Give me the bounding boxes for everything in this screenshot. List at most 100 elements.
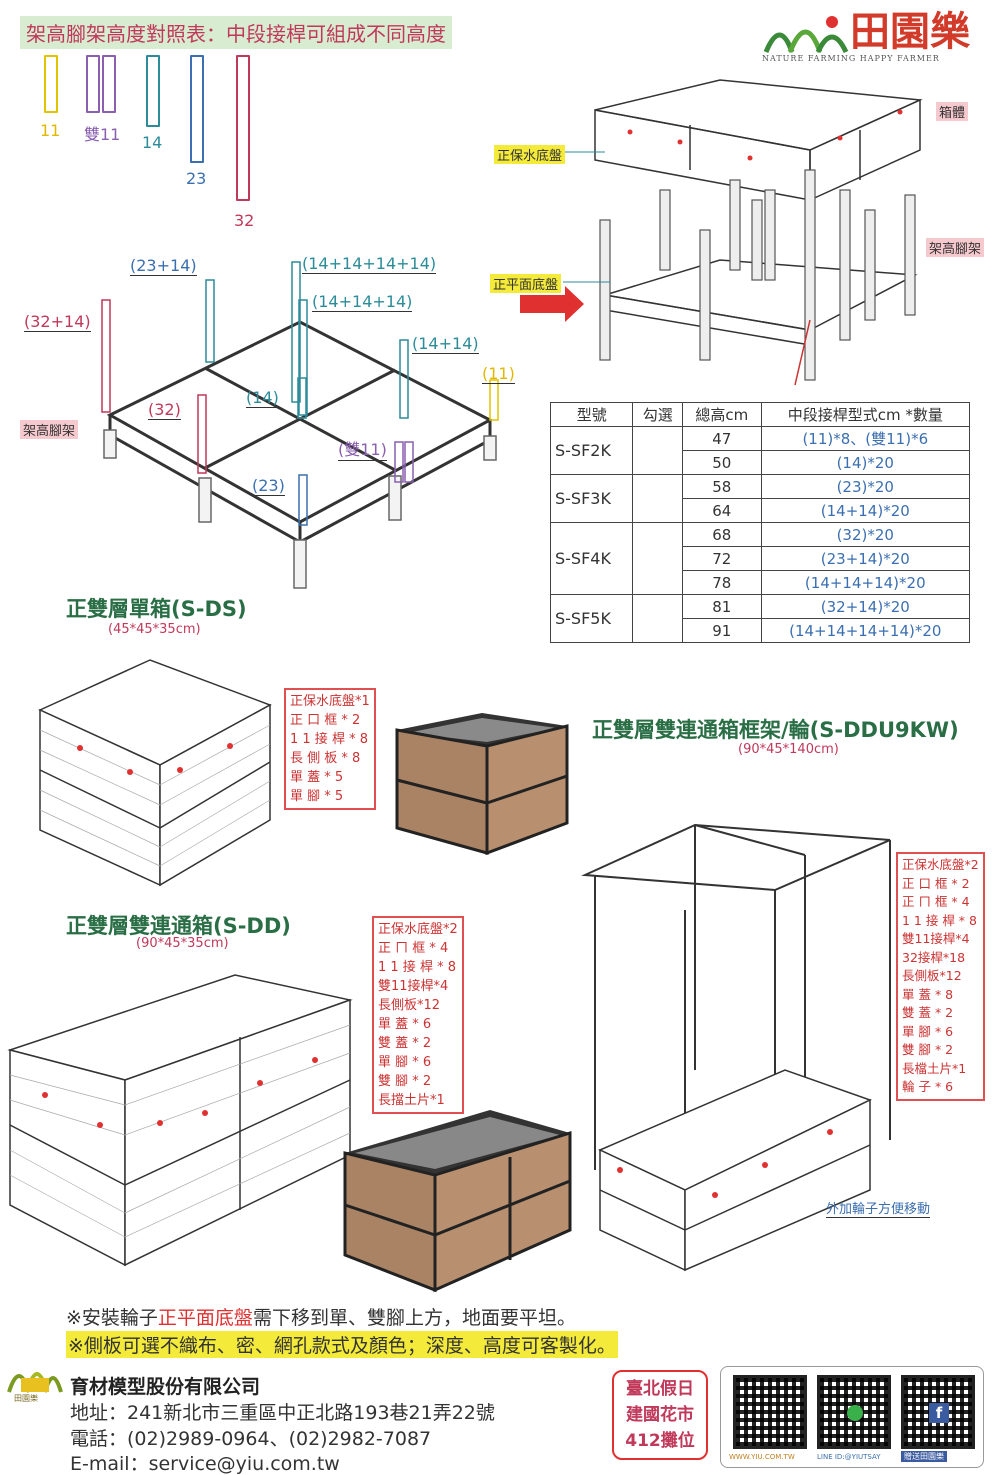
spec-row: 72(23+14)*20 (551, 546, 971, 571)
parts-list-ddu: 正保水底盤*2 正 口 框 * 2 正 ㄇ 框 * 4 1 1 接 桿 * 8 … (896, 852, 985, 1101)
pipe-label-11: 11 (40, 121, 61, 140)
pipe-23 (190, 55, 204, 163)
spec-type-cell: (32)*20 (760, 522, 971, 547)
part-item: 長擋土片*1 (378, 1093, 445, 1108)
spec-type-cell: (14+14+14)*20 (760, 570, 971, 595)
spec-row: 78(14+14+14)*20 (551, 570, 971, 595)
booth-box: 臺北假日 建國花市 412攤位 (612, 1370, 708, 1460)
label-frame: 架高腳架 (926, 238, 985, 257)
part-item: 1 1 接 桿 * 8 (378, 960, 456, 975)
label-frame-side: 架高腳架 (20, 420, 79, 439)
box-photo-drawing (395, 713, 569, 856)
brand-tagline: NATURE FARMING HAPPY FARMER (762, 54, 940, 63)
product-title-ddu: 正雙層雙連通箱框架/輪(S-DDU9KW) (592, 718, 959, 742)
product-size-ds: (45*45*35cm) (108, 622, 201, 637)
spec-type-cell: (14+14)*20 (760, 498, 971, 523)
facebook-icon: f (929, 1403, 949, 1423)
frame-label-23-14: (23+14) (130, 256, 197, 276)
wheel-note: 外加輪子方便移動 (826, 1198, 931, 1218)
parts-list-dd: 正保水底盤*2 正 ㄇ 框 * 4 1 1 接 桿 * 8 雙11接桿*4 長側… (372, 916, 464, 1114)
spec-height-cell: 72 (682, 546, 762, 571)
pipe-double-11-a (86, 55, 100, 113)
product-title-ds: 正雙層單箱(S-DS) (66, 597, 247, 621)
spec-check-cell[interactable] (632, 426, 684, 475)
product-image-ds (30, 650, 280, 890)
part-item: 1 1 接 桿 * 8 (290, 732, 368, 747)
spec-check-cell[interactable] (632, 474, 684, 523)
spec-type-cell: (14)*20 (760, 450, 971, 475)
product-title-dd: 正雙層雙連通箱(S-DD) (66, 914, 291, 938)
part-item: 32接桿*18 (902, 949, 966, 965)
spec-row: 91(14+14+14+14)*20 (551, 618, 971, 643)
qr-label-fb: 贈送田園樂 (901, 1451, 947, 1462)
spec-height-cell: 58 (682, 474, 762, 499)
label-flat-tray: 正平面底盤 (490, 274, 562, 293)
col-height: 總高cm (682, 402, 762, 427)
spec-height-cell: 68 (682, 522, 762, 547)
part-item: 單 蓋 * 6 (378, 1017, 432, 1032)
pipe-32 (236, 55, 250, 201)
part-item: 單 腳 * 6 (378, 1055, 432, 1070)
label-box: 箱體 (936, 102, 969, 121)
spec-model-cell: S-SF2K (549, 426, 634, 475)
product-photo-ds (392, 708, 572, 863)
company-email: E-mail：service@yiu.com.tw (70, 1453, 340, 1475)
part-item: 雙11接桿*4 (378, 979, 449, 994)
qr-code-web[interactable] (733, 1375, 807, 1449)
spec-type-cell: (23)*20 (760, 474, 971, 499)
company-logo-text: 田園樂 (14, 1394, 38, 1403)
spec-type-cell: (11)*8、(雙11)*6 (760, 426, 971, 451)
part-item: 單 腳 * 6 (902, 1023, 954, 1039)
box-photo-drawing (343, 1110, 572, 1293)
col-check: 勾選 (632, 402, 684, 427)
spec-height-cell: 91 (682, 618, 762, 643)
frame-label-14x4: (14+14+14+14) (302, 254, 437, 274)
part-item: 雙 蓋 * 2 (902, 1005, 954, 1020)
pipe-label-32: 32 (234, 211, 255, 230)
frame-label-32-14: (32+14) (24, 312, 91, 332)
pipe-label-23: 23 (186, 169, 207, 188)
part-item: 1 1 接 桿 * 8 (902, 912, 977, 928)
box-double-connected-drawing (7, 974, 353, 1267)
spec-check-cell[interactable] (632, 594, 684, 643)
frame-label-11: (11) (482, 364, 515, 384)
frame-drawing (101, 261, 499, 589)
note-text: 需下移到單、雙腳上方，地面要平坦。 (252, 1307, 576, 1329)
pipe-label-double-11: 雙11 (84, 125, 121, 144)
part-item: 長側板*12 (902, 968, 962, 983)
parts-list-ds: 正保水底盤*1 正 口 框 * 2 1 1 接 桿 * 8 長 側 板 * 8 … (284, 688, 376, 810)
spec-row: S-SF3K 58(23)*20 (549, 474, 971, 523)
company-logo-icon (7, 1372, 63, 1393)
spec-height-cell: 78 (682, 570, 762, 595)
spec-type-cell: (32+14)*20 (760, 594, 971, 619)
spec-type-cell: (14+14+14+14)*20 (760, 618, 971, 643)
frame-label-double-11: (雙11) (338, 436, 387, 461)
product-size-ddu: (90*45*140cm) (738, 742, 839, 757)
part-item: 單 腳 * 5 (290, 789, 344, 804)
part-item: 輪 子 * 6 (902, 1079, 954, 1094)
note-wheel: ※安裝輪子正平面底盤需下移到單、雙腳上方，地面要平坦。 (66, 1303, 576, 1330)
spec-check-cell[interactable] (632, 522, 684, 595)
part-item: 正 口 框 * 2 (290, 713, 361, 728)
spec-height-cell: 81 (682, 594, 762, 619)
company-address: 地址：241新北市三重區中正北路193巷21弄22號 (70, 1402, 495, 1424)
exploded-diagram (520, 79, 923, 386)
booth-line: 412攤位 (625, 1431, 695, 1451)
line-icon (847, 1405, 863, 1421)
exploded-view: 正保水底盤 箱體 架高腳架 正平面底盤 (490, 70, 995, 390)
spec-model-cell: S-SF3K (549, 474, 634, 523)
pipe-14 (146, 55, 160, 127)
part-item: 長 側 板 * 8 (290, 751, 361, 766)
part-item: 雙 蓋 * 2 (378, 1036, 432, 1051)
frame-label-14x2: (14+14) (412, 334, 479, 354)
frame-diagram: (23+14) (14+14+14+14) (14+14+14) (32+14)… (20, 250, 540, 590)
part-item: 正 ㄇ 框 * 4 (902, 894, 970, 909)
spec-header-row: 型號 勾選 總高cm 中段接桿型式cm *數量 (549, 402, 971, 427)
product-photo-dd (340, 1105, 575, 1295)
product-image-dd (5, 965, 360, 1270)
qr-panel: f WWW.YIU.COM.TW LINE ID:@YIUTSAY 贈送田園樂 (720, 1366, 984, 1468)
pipe-label-14: 14 (142, 133, 163, 152)
spec-model-cell: S-SF5K (549, 594, 634, 643)
